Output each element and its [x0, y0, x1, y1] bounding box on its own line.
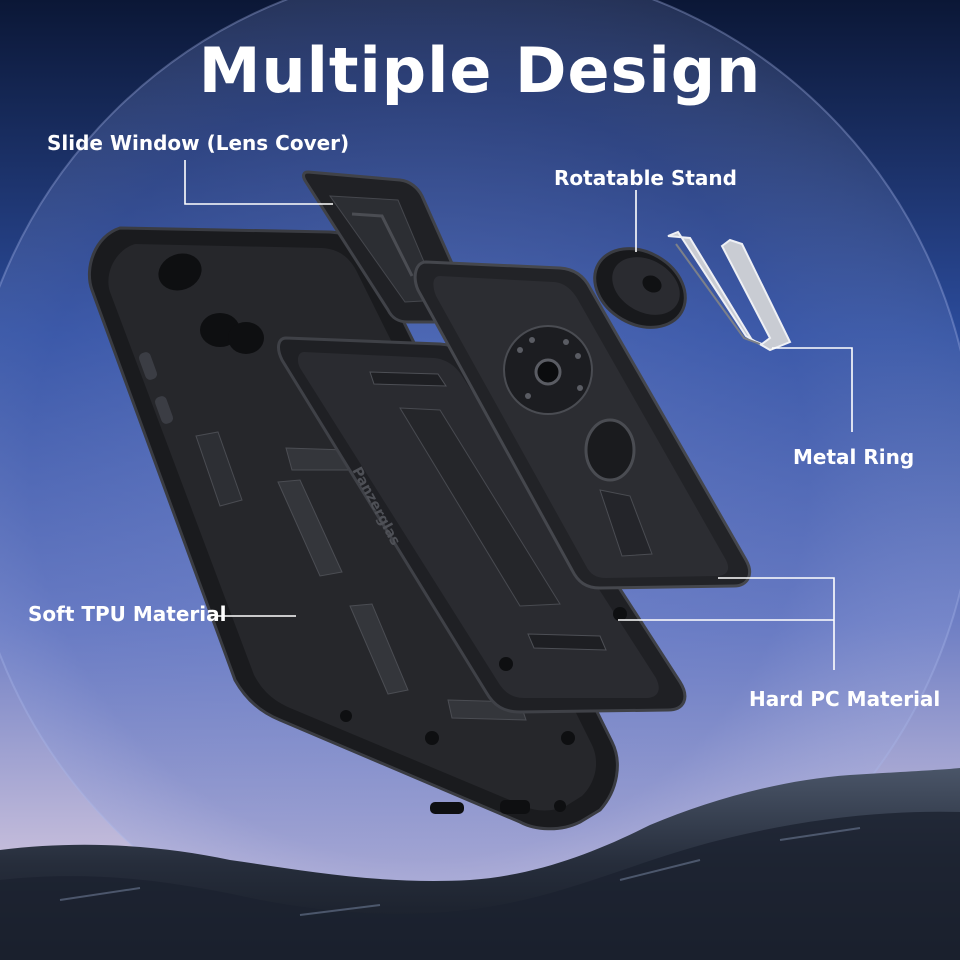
slide-window-callout-line [184, 160, 333, 205]
rotatable-stand-label: Rotatable Stand [554, 166, 737, 190]
metal-ring [667, 230, 792, 352]
callout-lines [184, 160, 853, 670]
soft-tpu-label: Soft TPU Material [28, 602, 227, 626]
page-title: Multiple Design [198, 34, 762, 107]
hard-pc-label: Hard PC Material [749, 687, 941, 711]
front-pc-plate [413, 260, 751, 590]
pc-callout-line-upper [718, 577, 835, 670]
metal-ring-callout-line [772, 347, 853, 432]
slide-window-label: Slide Window (Lens Cover) [47, 131, 350, 155]
hard-pc-plate: Panzerglas [277, 336, 687, 714]
rotatable-stand-disc [593, 247, 687, 329]
metal-ring-label: Metal Ring [793, 445, 915, 469]
